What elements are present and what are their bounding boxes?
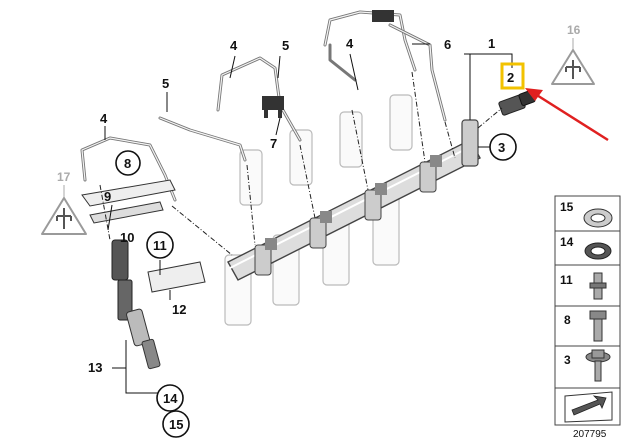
- arrow-nav-icon[interactable]: [564, 391, 613, 423]
- stud-bolt-icon: [589, 272, 607, 300]
- fuel-injector: [111, 239, 161, 370]
- callout-label-4a: 4: [346, 36, 354, 51]
- highlight-box: [500, 62, 525, 90]
- flange-bolt-icon: [585, 349, 611, 382]
- callout-12[interactable]: 12: [172, 302, 186, 317]
- hex-bolt-icon: [589, 310, 607, 342]
- sidebar-label-15: 15: [560, 200, 574, 214]
- callout-11[interactable]: 11: [146, 231, 174, 259]
- callout-label-13: 13: [88, 360, 102, 375]
- callout-15[interactable]: 15: [162, 410, 190, 438]
- callout-label-5b: 5: [162, 76, 169, 91]
- callout-label-15: 15: [169, 417, 183, 432]
- callout-label-1: 1: [488, 36, 495, 51]
- callout-10[interactable]: 10: [120, 230, 134, 245]
- dashed-guides: [99, 71, 503, 256]
- callout-label-8: 8: [124, 156, 131, 171]
- callout-label-16: 16: [567, 23, 581, 37]
- callout-4-mid[interactable]: 4: [230, 38, 238, 53]
- callout-label-11: 11: [153, 238, 167, 253]
- pipe-clips: [262, 10, 394, 118]
- callout-4-top[interactable]: 4: [346, 36, 354, 51]
- callout-14[interactable]: 14: [156, 384, 184, 412]
- callout-3[interactable]: 3: [489, 133, 517, 161]
- sidebar-label-8: 8: [564, 313, 571, 327]
- sidebar-label-14: 14: [560, 235, 574, 249]
- small-parts-sidebar: 15 14 11 8: [554, 195, 621, 426]
- callout-label-7: 7: [270, 136, 277, 151]
- callout-16[interactable]: 16: [551, 23, 595, 85]
- callout-5-left[interactable]: 5: [162, 76, 169, 91]
- sidebar-item-14[interactable]: 14: [560, 235, 612, 260]
- callout-6[interactable]: 6: [444, 37, 451, 52]
- callout-label-5a: 5: [282, 38, 289, 53]
- callout-8[interactable]: 8: [115, 150, 141, 176]
- callout-label-14: 14: [163, 391, 178, 406]
- injector-gaskets: [81, 179, 206, 293]
- callout-label-9: 9: [104, 189, 111, 204]
- warning-triangle-icon: [551, 49, 595, 85]
- callout-4-left[interactable]: 4: [100, 111, 108, 126]
- callout-label-6: 6: [444, 37, 451, 52]
- callout-2[interactable]: 2: [500, 62, 525, 90]
- callout-13[interactable]: 13: [88, 360, 102, 375]
- red-pointer-arrow: [525, 88, 609, 142]
- diagram-reference-number: 207795: [573, 429, 607, 440]
- sidebar-item-15[interactable]: 15: [560, 200, 613, 228]
- o-ring-icon: [584, 242, 612, 260]
- callout-label-10: 10: [120, 230, 134, 245]
- callout-label-17: 17: [57, 170, 71, 184]
- callout-9[interactable]: 9: [104, 189, 111, 204]
- seal-ring-icon: [583, 208, 613, 228]
- sidebar-label-11: 11: [560, 273, 573, 287]
- leader-lines: [104, 43, 513, 410]
- callout-7[interactable]: 7: [270, 136, 277, 151]
- high-pressure-lines: [80, 10, 447, 202]
- warning-triangle-icon: [41, 197, 87, 235]
- fuel-injectors-ghost: [224, 94, 413, 326]
- callout-1[interactable]: 1: [488, 36, 495, 51]
- sidebar-item-3[interactable]: 3: [564, 349, 611, 382]
- sidebar-item-11[interactable]: 11: [560, 272, 607, 300]
- sidebar-item-8[interactable]: 8: [564, 310, 607, 342]
- callout-label-2: 2: [507, 70, 514, 85]
- callout-label-3: 3: [498, 140, 505, 155]
- callout-label-4c: 4: [100, 111, 108, 126]
- callout-label-12: 12: [172, 302, 186, 317]
- callout-label-4b: 4: [230, 38, 238, 53]
- callout-17[interactable]: 17: [41, 170, 87, 235]
- callout-5-top[interactable]: 5: [282, 38, 289, 53]
- fuel-rail: [227, 119, 481, 281]
- sidebar-label-3: 3: [564, 353, 571, 367]
